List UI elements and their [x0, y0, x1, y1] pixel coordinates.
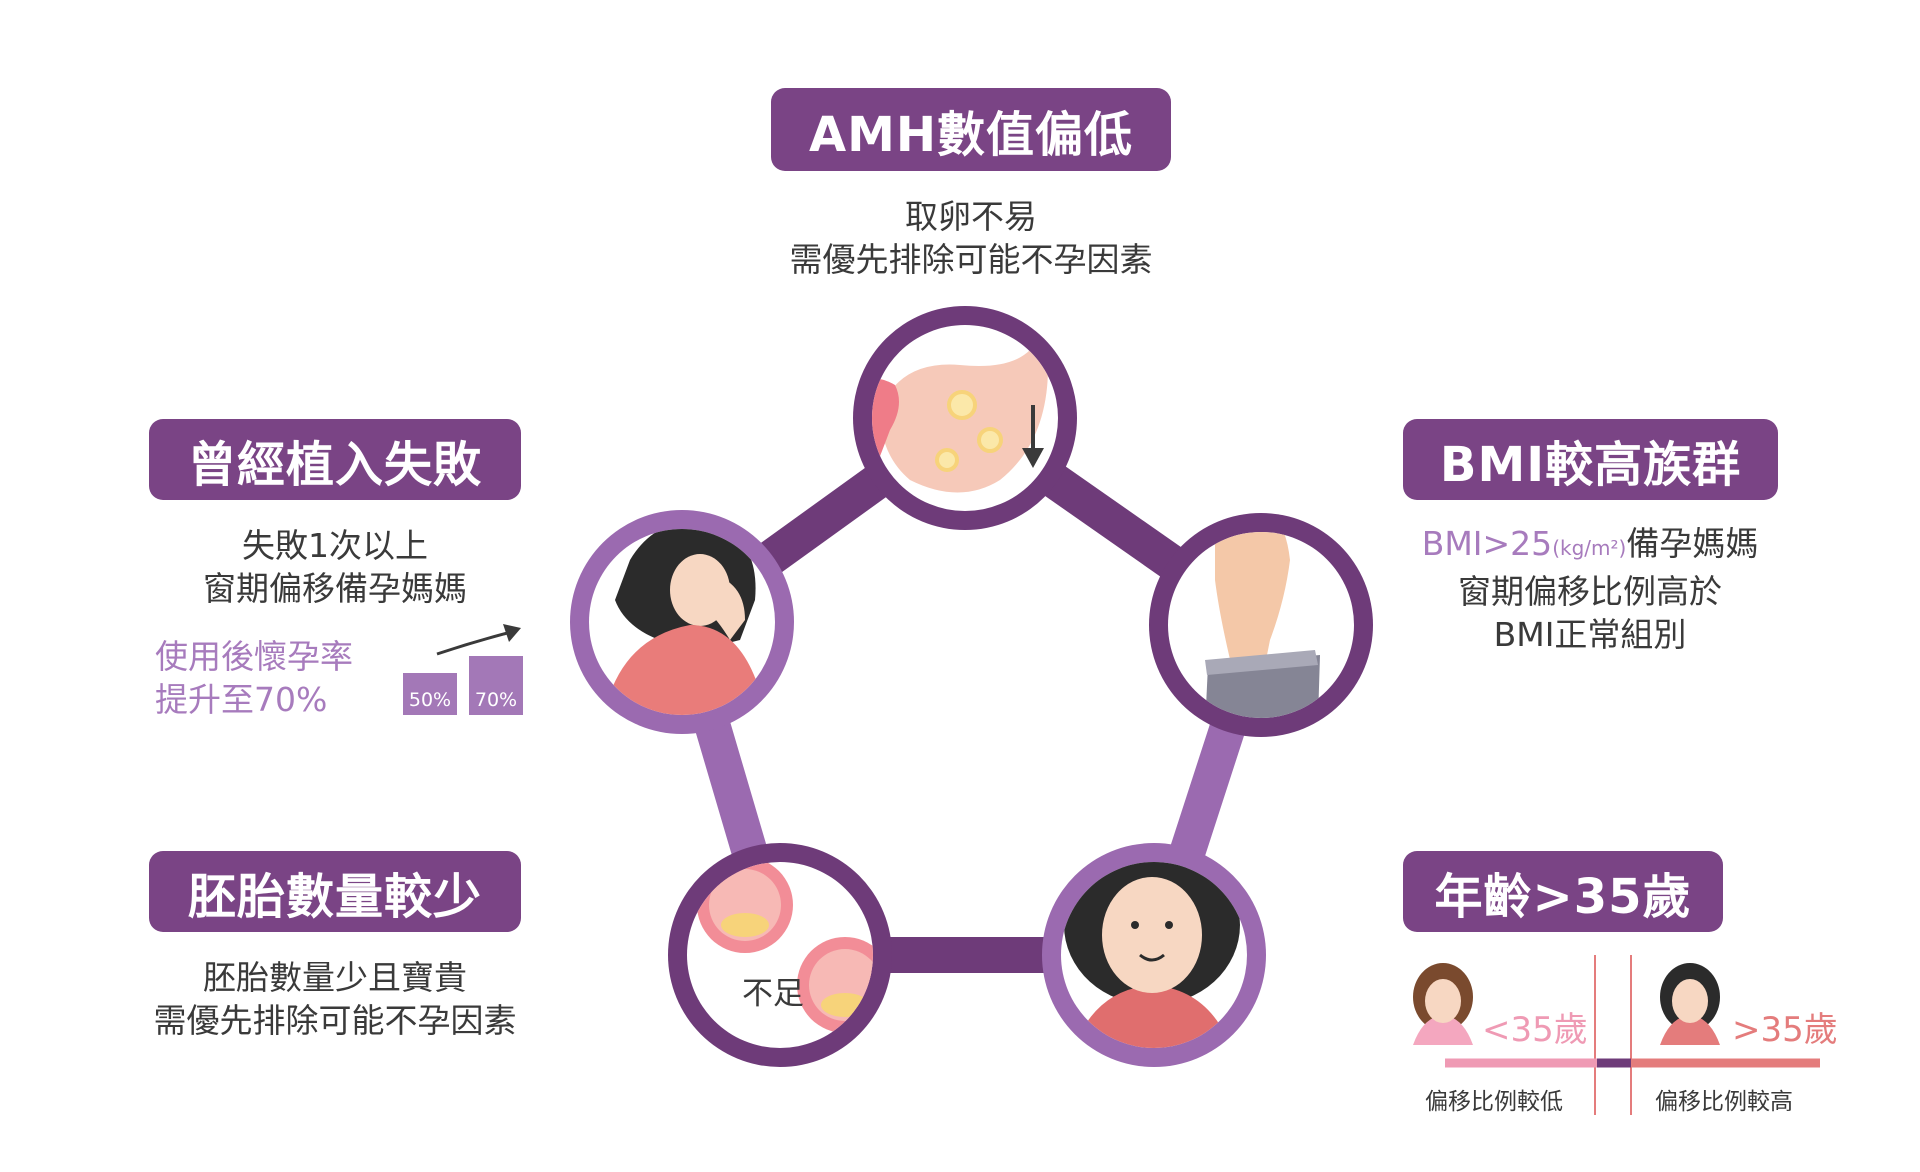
node-ovary: [853, 306, 1077, 530]
bmi-line-2: 窗期偏移比例高於: [1458, 572, 1722, 611]
bmi-unit: (kg/m²): [1552, 536, 1627, 560]
embryo-line-2: 需優先排除可能不孕因素: [153, 1001, 517, 1040]
under-35-label: <35歲: [1482, 1010, 1588, 1050]
node-scale: [1149, 513, 1373, 737]
failure-description: 失敗1次以上 窗期偏移備孕媽媽: [135, 524, 535, 610]
under-35-caption: 偏移比例較低: [1425, 1089, 1563, 1115]
age-title-tag: 年齡>35歲: [1403, 851, 1723, 932]
failure-improvement-text: 使用後懷孕率 提升至70%: [155, 635, 353, 721]
bmi-description: BMI>25(kg/m²)備孕媽媽 窗期偏移比例高於 BMI正常組別: [1390, 522, 1790, 656]
age-comparison-graphic: [1413, 955, 1820, 1115]
node-sad-woman: [570, 510, 794, 734]
improvement-line-2: 提升至70%: [155, 680, 328, 719]
embryo-shortage-label: 不足: [742, 976, 804, 1012]
embryo-line-1: 胚胎數量少且寶貴: [203, 958, 467, 997]
bmi-title-tag: BMI較高族群: [1403, 419, 1778, 500]
older-woman-avatar: [1660, 963, 1720, 1045]
embryo-title-tag: 胚胎數量較少: [149, 851, 521, 932]
bmi-threshold: BMI>25: [1421, 524, 1553, 563]
failure-title-tag: 曾經植入失敗: [149, 419, 521, 500]
amh-description: 取卵不易 需優先排除可能不孕因素: [671, 195, 1271, 281]
amh-line-1: 取卵不易: [905, 197, 1037, 236]
node-embryo: [668, 843, 892, 1067]
over-35-label: >35歲: [1732, 1010, 1838, 1050]
improvement-line-1: 使用後懷孕率: [155, 637, 353, 676]
amh-title-tag: AMH數值偏低: [771, 88, 1171, 171]
amh-line-2: 需優先排除可能不孕因素: [789, 240, 1153, 279]
bmi-line-3: BMI正常組別: [1493, 615, 1687, 654]
node-woman-age: [1042, 843, 1266, 1067]
bar-70: 70%: [469, 655, 523, 715]
bmi-target: 備孕媽媽: [1626, 524, 1759, 563]
embryo-description: 胚胎數量少且寶貴 需優先排除可能不孕因素: [110, 956, 560, 1042]
bmi-line-1: BMI>25(kg/m²)備孕媽媽: [1390, 522, 1790, 570]
young-woman-avatar: [1413, 963, 1473, 1045]
over-35-caption: 偏移比例較高: [1655, 1089, 1793, 1115]
increase-arrow-icon: [436, 624, 521, 656]
failure-line-1: 失敗1次以上: [242, 526, 428, 565]
bar-50: 50%: [403, 672, 457, 715]
pregnancy-rate-bars: 50% 70%: [403, 624, 533, 715]
failure-line-2: 窗期偏移備孕媽媽: [203, 569, 467, 608]
